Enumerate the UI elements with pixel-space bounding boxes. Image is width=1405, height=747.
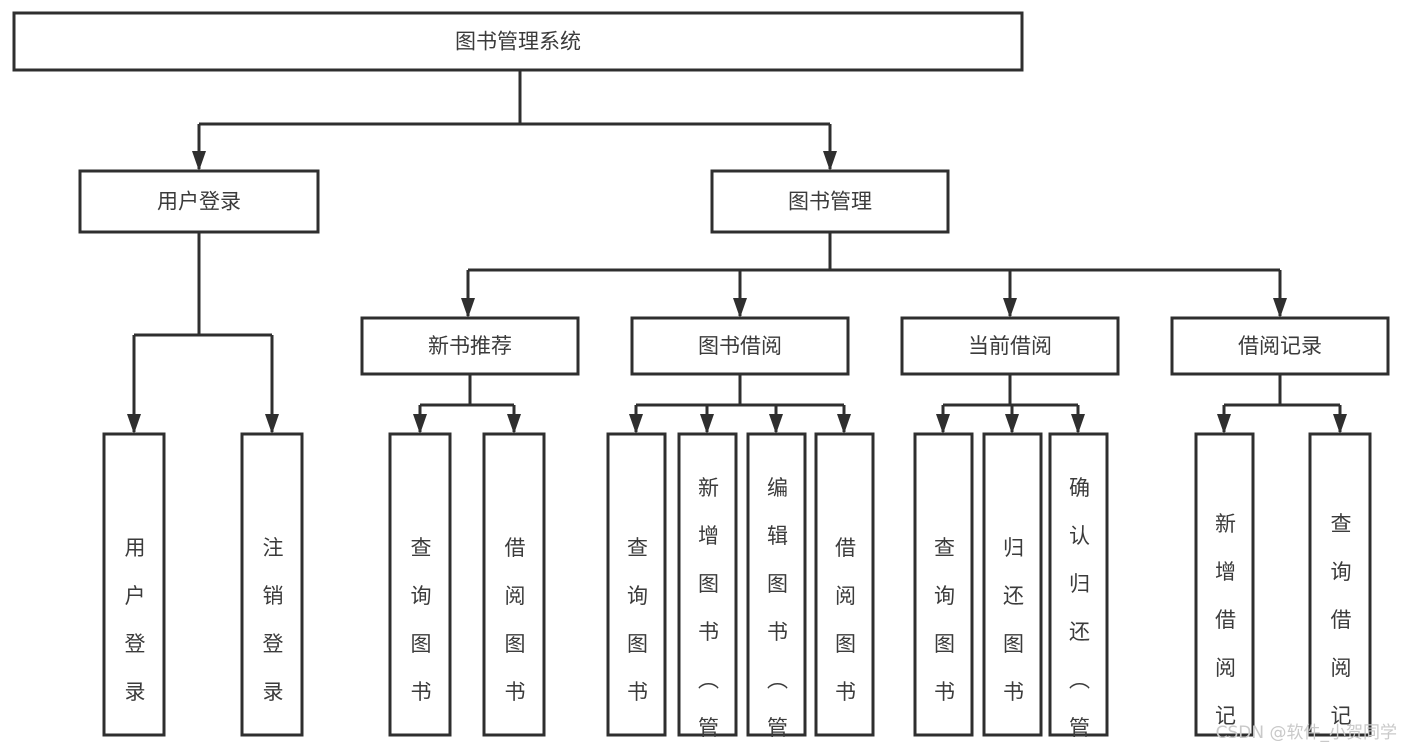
node-user-login[interactable]: 用户登录 — [78, 169, 320, 234]
node-leaf-query-book-3[interactable]: 查询图书 — [913, 432, 974, 737]
connector-layer — [127, 70, 1347, 434]
arrow-head-icon — [700, 414, 714, 434]
node-leaf-logout-login[interactable]: 注销登录 — [240, 432, 304, 737]
node-box[interactable] — [1048, 432, 1109, 737]
arrow-head-icon — [1071, 414, 1085, 434]
node-current-borrow[interactable]: 当前借阅 — [900, 316, 1120, 376]
node-box[interactable] — [606, 432, 667, 737]
node-box[interactable] — [677, 432, 738, 737]
node-book-manage[interactable]: 图书管理 — [710, 169, 950, 234]
node-box[interactable] — [102, 432, 166, 737]
arrow-head-icon — [1273, 298, 1287, 318]
arrow-head-icon — [1217, 414, 1231, 434]
node-label: 图书管理系统 — [455, 30, 581, 54]
node-layer: 图书管理系统用户登录图书管理新书推荐图书借阅当前借阅借阅记录用户登录注销登录查询… — [12, 11, 1390, 747]
node-label: 用户登录 — [157, 190, 241, 214]
arrow-head-icon — [936, 414, 950, 434]
node-box[interactable] — [814, 432, 875, 737]
node-label: 归还图书 — [1001, 537, 1025, 705]
node-leaf-user-login[interactable]: 用户登录 — [102, 432, 166, 737]
node-label: 借阅记录 — [1238, 334, 1322, 358]
node-box[interactable] — [900, 316, 1120, 376]
arrow-head-icon — [265, 414, 279, 434]
node-book-borrow[interactable]: 图书借阅 — [630, 316, 850, 376]
arrow-head-icon — [1003, 298, 1017, 318]
node-new-book-recommend[interactable]: 新书推荐 — [360, 316, 580, 376]
node-leaf-add-borrow-record[interactable]: 新增借阅记录 — [1194, 432, 1255, 747]
node-leaf-query-book-2[interactable]: 查询图书 — [606, 432, 667, 737]
node-label: 查询图书 — [932, 537, 956, 705]
node-leaf-borrow-book-2[interactable]: 借阅图书 — [814, 432, 875, 737]
arrow-head-icon — [413, 414, 427, 434]
node-box[interactable] — [388, 432, 452, 737]
node-box[interactable] — [710, 169, 950, 234]
arrow-head-icon — [192, 151, 206, 171]
node-label: 注销登录 — [260, 537, 284, 705]
node-box[interactable] — [12, 11, 1024, 72]
node-leaf-return-book[interactable]: 归还图书 — [982, 432, 1043, 737]
arrow-head-icon — [507, 414, 521, 434]
node-borrow-record[interactable]: 借阅记录 — [1170, 316, 1390, 376]
node-box[interactable] — [482, 432, 546, 737]
node-label: 图书管理 — [788, 190, 872, 214]
arrow-head-icon — [769, 414, 783, 434]
arrow-head-icon — [733, 298, 747, 318]
node-root[interactable]: 图书管理系统 — [12, 11, 1024, 72]
arrow-head-icon — [629, 414, 643, 434]
node-label: 确认归还（管理员） — [1067, 477, 1091, 747]
node-leaf-add-book-admin[interactable]: 新增图书（管理员） — [677, 432, 738, 747]
csdn-watermark: CSDN @软件_小贺同学 — [1215, 723, 1397, 743]
node-label: 借阅图书 — [833, 537, 857, 705]
node-label: 编辑图书（管理员） — [765, 477, 789, 747]
arrow-head-icon — [127, 414, 141, 434]
node-box[interactable] — [982, 432, 1043, 737]
node-box[interactable] — [630, 316, 850, 376]
node-leaf-query-borrow-record[interactable]: 查询借阅记录 — [1308, 432, 1372, 747]
node-box[interactable] — [913, 432, 974, 737]
node-box[interactable] — [1194, 432, 1255, 737]
arrow-head-icon — [837, 414, 851, 434]
arrow-head-icon — [1333, 414, 1347, 434]
node-box[interactable] — [78, 169, 320, 234]
node-leaf-borrow-book-1[interactable]: 借阅图书 — [482, 432, 546, 737]
node-label: 查询图书 — [625, 537, 649, 705]
node-box[interactable] — [360, 316, 580, 376]
node-label: 新增借阅记录 — [1213, 513, 1237, 747]
node-label: 图书借阅 — [698, 334, 782, 358]
node-leaf-edit-book-admin[interactable]: 编辑图书（管理员） — [746, 432, 807, 747]
node-label: 查询图书 — [408, 537, 432, 705]
arrow-head-icon — [461, 298, 475, 318]
node-label: 当前借阅 — [968, 334, 1052, 358]
node-label: 新增图书（管理员） — [696, 477, 720, 747]
node-label: 借阅图书 — [502, 537, 526, 705]
node-label: 新书推荐 — [428, 334, 512, 358]
node-box[interactable] — [1170, 316, 1390, 376]
node-box[interactable] — [746, 432, 807, 737]
node-leaf-query-book-1[interactable]: 查询图书 — [388, 432, 452, 737]
arrow-head-icon — [823, 151, 837, 171]
node-label: 用户登录 — [122, 537, 146, 705]
node-box[interactable] — [240, 432, 304, 737]
node-leaf-confirm-return-admin[interactable]: 确认归还（管理员） — [1048, 432, 1109, 747]
node-box[interactable] — [1308, 432, 1372, 737]
node-label: 查询借阅记录 — [1328, 513, 1352, 747]
arrow-head-icon — [1005, 414, 1019, 434]
